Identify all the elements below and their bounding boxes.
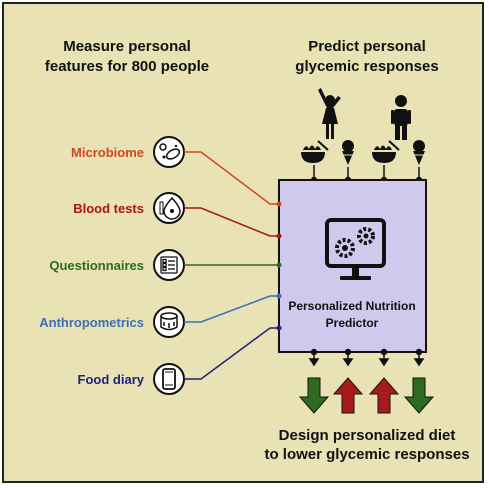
feature-blood-tests: Blood tests <box>73 192 282 239</box>
tape-measure-icon <box>160 312 178 331</box>
feature-connector <box>184 295 279 323</box>
feature-label: Blood tests <box>73 201 144 216</box>
predictor-label-line2: Predictor <box>326 316 379 330</box>
feature-label: Anthropometrics <box>39 315 144 330</box>
feature-connector <box>184 207 279 237</box>
output-connectors <box>308 348 425 367</box>
right-heading-line2: glycemic responses <box>295 58 438 75</box>
output-arrow-down <box>403 377 435 414</box>
feature-connector <box>184 327 279 380</box>
left-heading: Measure personal features for 800 people <box>45 38 209 75</box>
right-heading-line1: Predict personal <box>308 38 426 55</box>
connector-dot <box>276 262 282 268</box>
left-heading-line2: features for 800 people <box>45 58 209 75</box>
feature-connector <box>184 151 279 205</box>
feature-label: Questionnaires <box>49 258 144 273</box>
connector-dot <box>276 325 282 331</box>
feature-questionnaires: Questionnaires <box>49 249 282 281</box>
predictor-label-line1: Personalized Nutrition <box>288 299 415 313</box>
output-arrow-up <box>332 377 364 414</box>
feature-label: Microbiome <box>71 145 144 160</box>
bottom-heading-line1: Design personalized diet <box>279 427 456 444</box>
connector-dot <box>276 293 282 299</box>
output-arrow-up <box>368 377 400 414</box>
ice-cream-icon <box>342 140 354 165</box>
left-heading-line1: Measure personal <box>63 38 191 55</box>
checklist-icon <box>160 256 178 274</box>
connector-dot <box>276 233 282 239</box>
ice-cream-icon <box>413 140 425 165</box>
salad-bowl-icon <box>301 140 329 163</box>
feature-label: Food diary <box>78 372 145 387</box>
feature-icon-circle <box>153 306 185 338</box>
feature-anthropometrics: Anthropometrics <box>39 293 282 338</box>
salad-bowl-icon <box>372 140 400 163</box>
bottom-heading: Design personalized diet to lower glycem… <box>264 427 469 463</box>
feature-food-diary: Food diary <box>78 325 282 395</box>
bacteria-icon <box>159 143 181 160</box>
bottom-heading-line2: to lower glycemic responses <box>264 446 469 463</box>
computer-gears-icon <box>325 218 386 280</box>
feature-microbiome: Microbiome <box>71 136 282 207</box>
man-icon <box>391 95 411 140</box>
connector-dot <box>276 201 282 207</box>
smartphone-icon <box>162 368 176 390</box>
blood-drop-icon <box>159 196 181 220</box>
right-heading: Predict personal glycemic responses <box>295 38 438 75</box>
woman-icon <box>318 88 341 139</box>
output-arrow-down <box>298 377 330 414</box>
